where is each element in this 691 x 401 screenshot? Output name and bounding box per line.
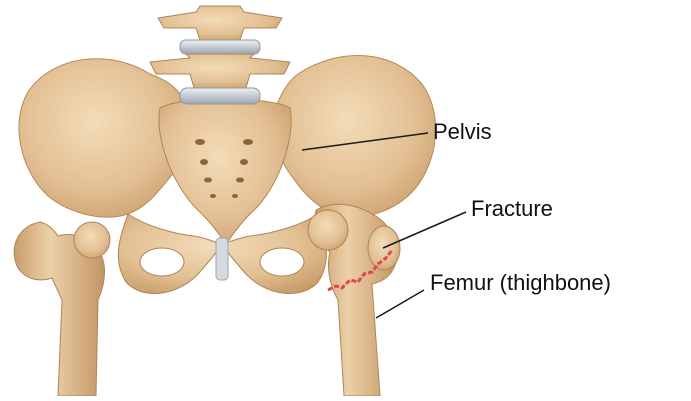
femur-label: Femur (thighbone) — [430, 272, 611, 294]
fracture-label: Fracture — [471, 198, 553, 220]
fracture-leader-line — [383, 212, 466, 248]
femur-leader-line — [376, 290, 424, 318]
left-femoral-head — [74, 222, 110, 258]
left-obturator-foramen — [140, 248, 184, 276]
intervertebral-disc — [180, 88, 260, 104]
pubic-symphysis — [216, 238, 228, 280]
right-iliac-wing — [275, 55, 435, 216]
pelvis-label: Pelvis — [433, 121, 492, 143]
sacrum — [159, 99, 291, 244]
right-obturator-foramen — [260, 248, 304, 276]
intervertebral-disc — [180, 40, 260, 54]
right-femoral-head — [308, 210, 348, 250]
